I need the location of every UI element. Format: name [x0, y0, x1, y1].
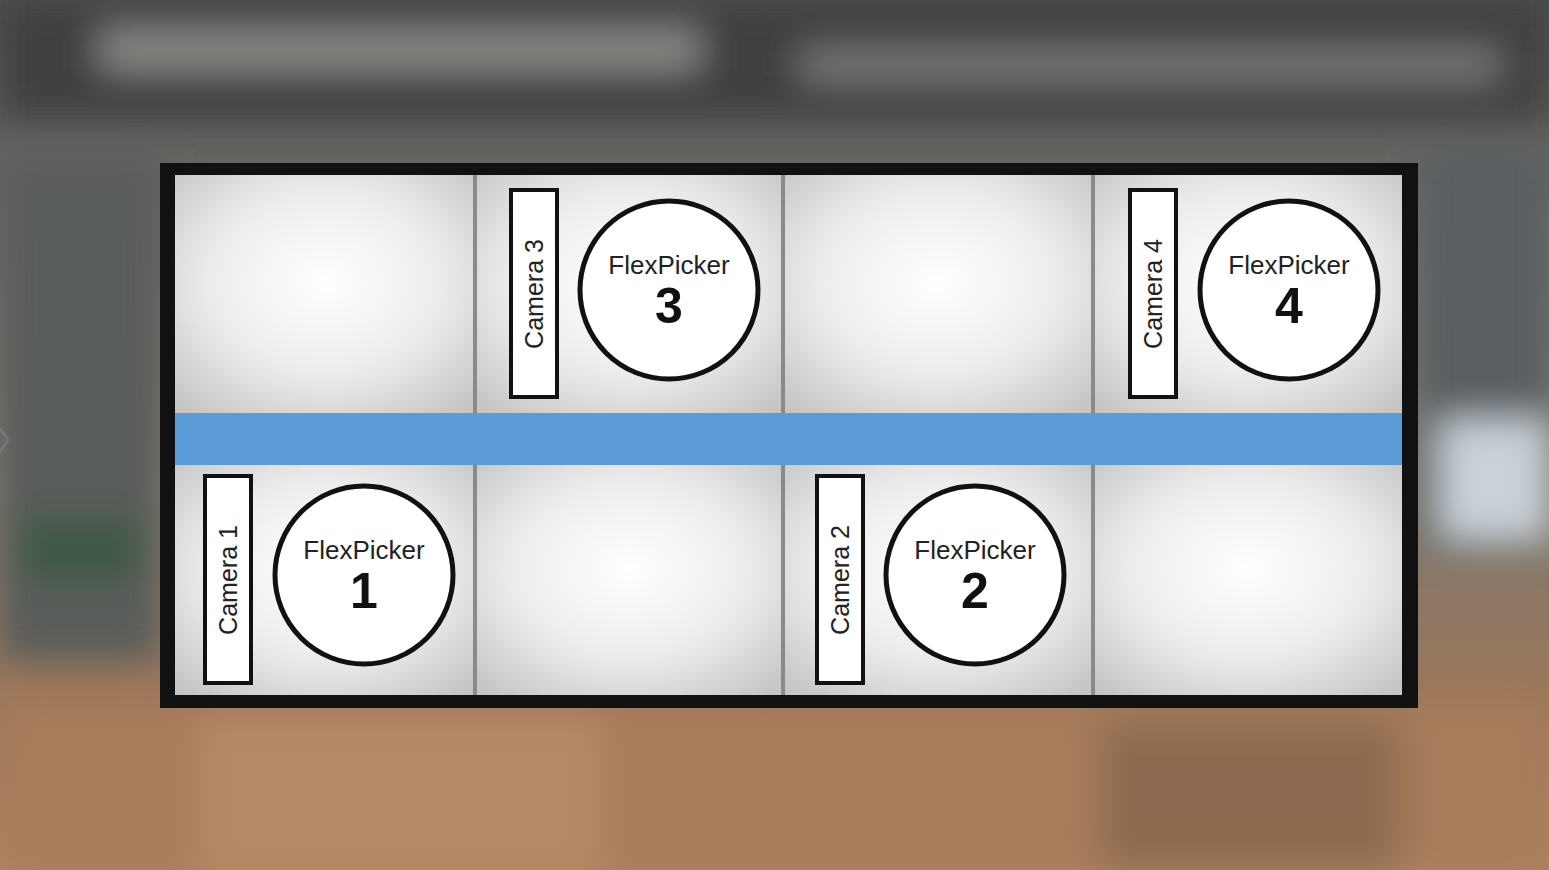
robot-name: FlexPicker — [303, 536, 424, 565]
circle-shape — [580, 201, 758, 379]
circle-shape — [886, 486, 1064, 664]
conveyor-belt — [175, 413, 1402, 465]
camera-label: Camera 2 — [826, 525, 855, 635]
camera-box: Camera 3 — [509, 188, 559, 399]
robot-name: FlexPicker — [914, 536, 1035, 565]
robot-number: 1 — [350, 565, 378, 618]
camera-label: Camera 3 — [520, 239, 549, 349]
circle-shape — [275, 486, 453, 664]
circle-shape — [1200, 201, 1378, 379]
camera-box: Camera 1 — [203, 474, 253, 685]
robot-circle: FlexPicker4 — [1197, 198, 1381, 382]
panel-cells — [175, 175, 1402, 695]
robot-name: FlexPicker — [1228, 251, 1349, 280]
panel-frame — [160, 163, 1418, 708]
edge-arrow — [0, 428, 8, 452]
panel-ground — [175, 175, 1402, 695]
camera-label: Camera 4 — [1139, 239, 1168, 349]
robot-name: FlexPicker — [608, 251, 729, 280]
robot-number: 3 — [655, 280, 683, 333]
robot-number: 2 — [961, 565, 989, 618]
camera-label: Camera 1 — [214, 525, 243, 635]
robot-circle: FlexPicker1 — [272, 483, 456, 667]
camera-box: Camera 2 — [815, 474, 865, 685]
robot-circle: FlexPicker2 — [883, 483, 1067, 667]
robot-circle: FlexPicker3 — [577, 198, 761, 382]
camera-box: Camera 4 — [1128, 188, 1178, 399]
robot-number: 4 — [1275, 280, 1303, 333]
